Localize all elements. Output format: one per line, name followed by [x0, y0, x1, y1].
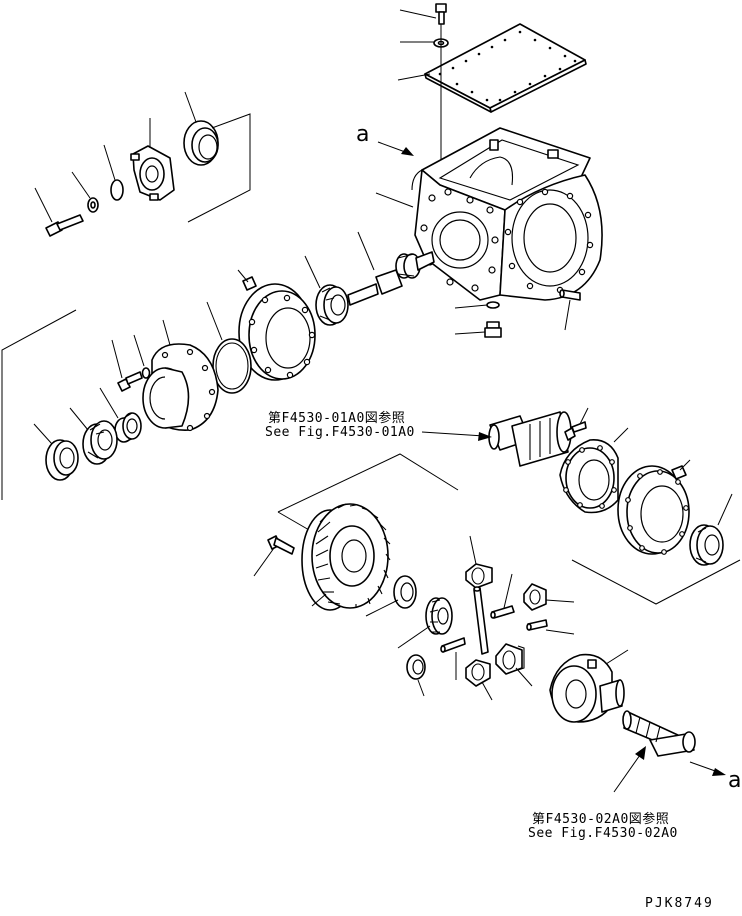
cover-bolt [435, 3, 447, 25]
ring-gear-bolt [267, 535, 295, 555]
thrust-washer-left [393, 575, 417, 609]
drawing-code: PJK8749 [645, 896, 714, 911]
pinion-mate-right-lower [495, 643, 525, 675]
output-shaft [622, 710, 696, 757]
reference-2-jp: 第F4530-02A0図参照 [532, 812, 670, 827]
spider-shaft-long [473, 586, 489, 655]
cage-bolt [117, 371, 143, 392]
drain-gasket [486, 301, 500, 309]
side-shim-ring [617, 465, 690, 555]
housing-dowel [559, 289, 581, 301]
reference-1-jp: 第F4530-01A0図参照 [268, 411, 406, 426]
pinion-mate-bottom [465, 659, 491, 687]
oil-seal-lower [45, 439, 79, 481]
oil-seal-upper [183, 120, 219, 166]
coupling-bolt [45, 214, 84, 237]
side-gear-left [425, 597, 453, 635]
spider-pin-b [526, 619, 548, 631]
bearing-cage [142, 343, 219, 432]
cage-o-ring [212, 338, 252, 394]
differential-case [549, 653, 625, 723]
axle-housing [411, 127, 603, 301]
pinion-gear-shaft [347, 251, 435, 306]
spider-pin-a [490, 605, 515, 619]
pinion-mate-top [465, 563, 493, 589]
bearing-cage-ring [238, 283, 316, 381]
drain-plug [484, 321, 502, 338]
side-bearing [689, 524, 724, 566]
view-label-a-top: a [356, 122, 370, 147]
reference-1-en: See Fig.F4530-01A0 [265, 425, 415, 440]
lock-pin [440, 637, 466, 653]
spacer-cone [114, 412, 142, 443]
bevel-ring-gear [301, 503, 391, 611]
side-bearing-cage [559, 439, 619, 514]
coupling-o-ring [110, 179, 124, 201]
coupling-yoke [130, 145, 175, 201]
thrust-washer-bottom [406, 654, 426, 680]
cage-washer [141, 367, 151, 379]
pinion-mate-right-upper [523, 583, 547, 611]
top-cover-plate [424, 23, 587, 113]
reference-2-en: See Fig.F4530-02A0 [528, 826, 678, 841]
pinion-bearing [315, 284, 349, 326]
taper-roller-bearing [82, 420, 118, 465]
view-label-a-bottom: a [728, 768, 742, 793]
side-shaft [488, 411, 572, 467]
coupling-washer [87, 197, 99, 213]
